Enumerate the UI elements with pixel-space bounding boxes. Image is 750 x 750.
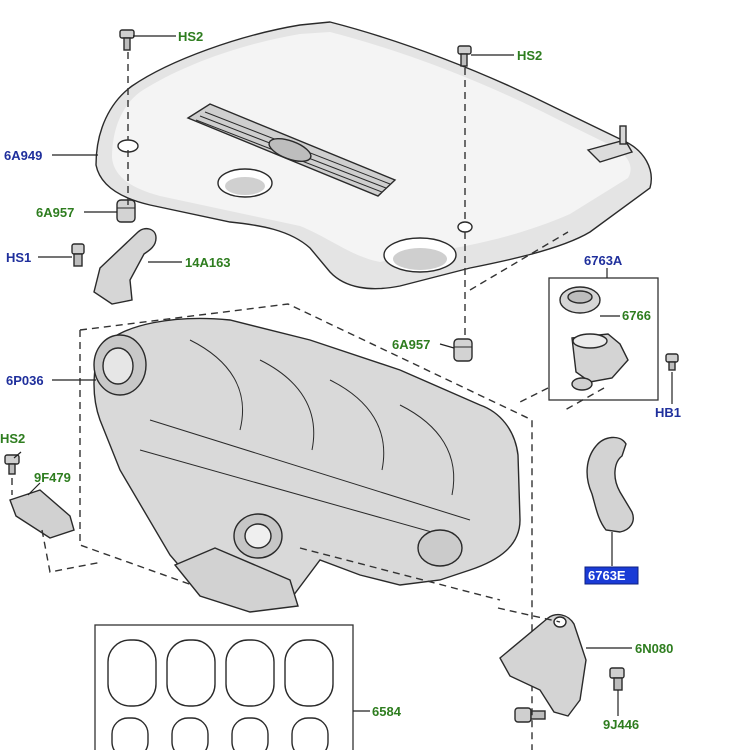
- gasket-set-6584[interactable]: [107, 639, 334, 750]
- callout-6763a[interactable]: 6763A: [584, 253, 623, 268]
- breather-hose-6763e[interactable]: [586, 436, 634, 533]
- grommet-6a957-left[interactable]: [116, 199, 136, 223]
- selected-highlight: [584, 566, 639, 585]
- bracket-6n080[interactable]: [499, 613, 587, 717]
- oil-filler-box: [548, 277, 659, 401]
- callout-hb1[interactable]: HB1: [655, 405, 681, 420]
- bolt-hs2-left[interactable]: [4, 454, 20, 475]
- bolt-9j446-lower[interactable]: [514, 707, 546, 723]
- callout-6p036[interactable]: 6P036: [6, 373, 44, 388]
- callout-hs1[interactable]: HS1: [6, 250, 31, 265]
- callout-6a957-right[interactable]: 6A957: [392, 337, 430, 352]
- callout-hs2-right[interactable]: HS2: [517, 48, 542, 63]
- gaskets-box: [94, 624, 354, 750]
- leader-lines: [13, 35, 673, 716]
- dashed-connectors: [11, 52, 569, 495]
- grommet-6a957-right[interactable]: [453, 338, 473, 362]
- callout-9j446[interactable]: 9J446: [603, 717, 639, 732]
- filler-cap-6766[interactable]: [559, 286, 601, 314]
- engine-cover[interactable]: [95, 21, 652, 290]
- callout-14a163[interactable]: 14A163: [185, 255, 231, 270]
- bolt-hs1[interactable]: [71, 243, 85, 267]
- sensor-9f479[interactable]: [9, 489, 75, 539]
- intake-manifold[interactable]: [93, 317, 521, 613]
- callout-6n080[interactable]: 6N080: [635, 641, 673, 656]
- bolt-hs2-top[interactable]: [119, 29, 135, 51]
- callout-hs2-left[interactable]: HS2: [0, 431, 25, 446]
- callout-9f479[interactable]: 9F479: [34, 470, 71, 485]
- bolt-hs2-right[interactable]: [457, 45, 472, 67]
- callout-hs2-top[interactable]: HS2: [178, 29, 203, 44]
- manifold-assembly-outline: [79, 303, 533, 750]
- callout-6584[interactable]: 6584: [372, 704, 402, 719]
- callout-6a949[interactable]: 6A949: [4, 148, 42, 163]
- callout-6a957-left[interactable]: 6A957: [36, 205, 74, 220]
- filler-dash: [519, 387, 605, 411]
- callout-6763e-selected[interactable]: 6763E: [584, 566, 639, 585]
- bracket-14a163[interactable]: [93, 227, 157, 305]
- callout-6763e[interactable]: 6763E: [588, 568, 626, 583]
- sensor-dash: [41, 529, 103, 573]
- oil-filler-neck[interactable]: [571, 333, 629, 391]
- bracket-dash: [299, 547, 561, 623]
- bolt-9j446-upper[interactable]: [609, 667, 625, 691]
- bolt-hb1[interactable]: [665, 353, 679, 371]
- callout-6766[interactable]: 6766: [622, 308, 651, 323]
